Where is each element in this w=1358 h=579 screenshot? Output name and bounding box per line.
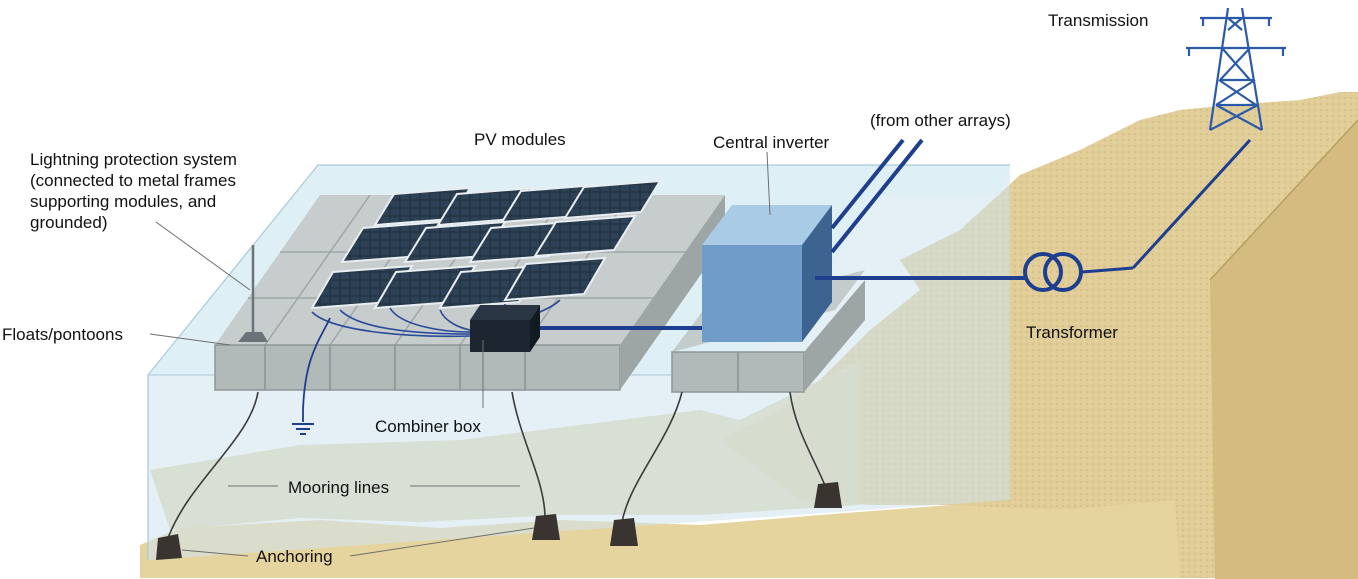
pv-modules — [310, 179, 662, 310]
lightning-line-4: grounded) — [30, 213, 108, 232]
central-inverter — [702, 205, 832, 342]
cliff-face — [1210, 120, 1358, 579]
pv-panel — [563, 179, 662, 220]
mooring-lines-label: Mooring lines — [288, 478, 390, 497]
mooring-lines — [167, 391, 827, 539]
combiner-box — [470, 305, 540, 352]
lightning-line-1: Lightning protection system — [30, 150, 237, 169]
anchor-block — [156, 534, 182, 560]
pv-panel — [503, 256, 607, 302]
from-other-arrays-label: (from other arrays) — [870, 111, 1011, 130]
power-cables — [540, 138, 1252, 330]
central-inverter-label: Central inverter — [713, 133, 830, 152]
lightning-protection-label: Lightning protection system (connected t… — [30, 149, 237, 233]
lightning-line-3: supporting modules, and — [30, 192, 217, 211]
transformer-icon — [1023, 252, 1083, 292]
transmission-label: Transmission — [1048, 11, 1149, 30]
transformer-label: Transformer — [1026, 323, 1118, 342]
leader-lines — [149, 151, 771, 557]
anchor-block — [532, 514, 560, 540]
pv-modules-label: PV modules — [474, 130, 566, 149]
floats-label: Floats/pontoons — [2, 325, 123, 344]
anchoring-label: Anchoring — [256, 547, 333, 566]
combiner-box-label: Combiner box — [375, 417, 481, 436]
lightning-line-2: (connected to metal frames — [30, 171, 236, 190]
anchors — [156, 482, 842, 560]
pv-panel — [533, 214, 637, 258]
anchor-block — [814, 482, 842, 508]
anchor-block — [610, 518, 638, 546]
ground-symbol-icon — [292, 317, 331, 435]
lightning-rod-icon — [238, 245, 268, 342]
transmission-tower-icon — [1186, 7, 1286, 131]
